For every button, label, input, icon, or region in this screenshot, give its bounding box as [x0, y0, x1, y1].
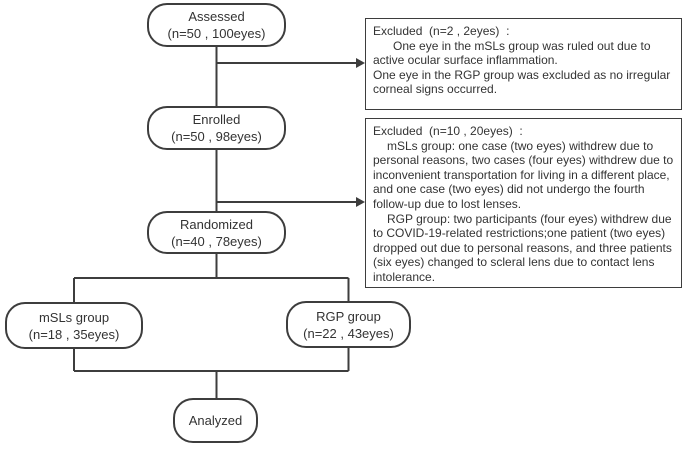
node-msls-group-count: (n=18 , 35eyes) [28, 326, 120, 342]
node-msls-group: mSLs group (n=18 , 35eyes) [5, 302, 143, 349]
node-enrolled: Enrolled (n=50 , 98eyes) [147, 106, 286, 150]
node-rgp-group-count: (n=22 , 43eyes) [303, 325, 394, 341]
node-analyzed: Analyzed [173, 398, 258, 443]
arrow-excluded1-head [356, 58, 365, 68]
node-msls-group-label: mSLs group [38, 309, 110, 325]
node-assessed-label: Assessed [188, 9, 245, 24]
excluded-box-1-reason-rgp: One eye in the RGP group was excluded as… [373, 67, 671, 97]
node-enrolled-count: (n=50 , 98eyes) [171, 129, 262, 144]
excluded-box-1: Excluded (n=2 , 2eyes) : One eye in the … [365, 18, 682, 110]
excluded-box-2: Excluded (n=10 , 20eyes) : mSLs group: o… [365, 118, 682, 288]
excluded-box-2-reason-msls: mSLs group: one case (two eyes) withdrew… [373, 138, 674, 211]
node-analyzed-label: Analyzed [188, 413, 243, 428]
arrow-excluded2-head [356, 197, 365, 207]
node-randomized-label: Randomized [180, 216, 253, 232]
excluded-box-1-reason-msls: One eye in the mSLs group was ruled out … [373, 38, 651, 68]
excluded-box-1-title: Excluded (n=2 , 2eyes) : [373, 24, 510, 38]
node-randomized-count: (n=40 , 78eyes) [171, 233, 262, 249]
node-rgp-group-label: RGP group [316, 308, 381, 324]
node-assessed: Assessed (n=50 , 100eyes) [147, 3, 286, 47]
node-enrolled-label: Enrolled [192, 112, 241, 127]
excluded-box-2-reason-rgp: RGP group: two participants (four eyes) … [373, 211, 672, 284]
node-assessed-count: (n=50 , 100eyes) [167, 26, 266, 41]
excluded-box-2-title: Excluded (n=10 , 20eyes) : [373, 124, 523, 138]
node-randomized: Randomized (n=40 , 78eyes) [147, 211, 286, 254]
node-rgp-group: RGP group (n=22 , 43eyes) [286, 301, 411, 348]
